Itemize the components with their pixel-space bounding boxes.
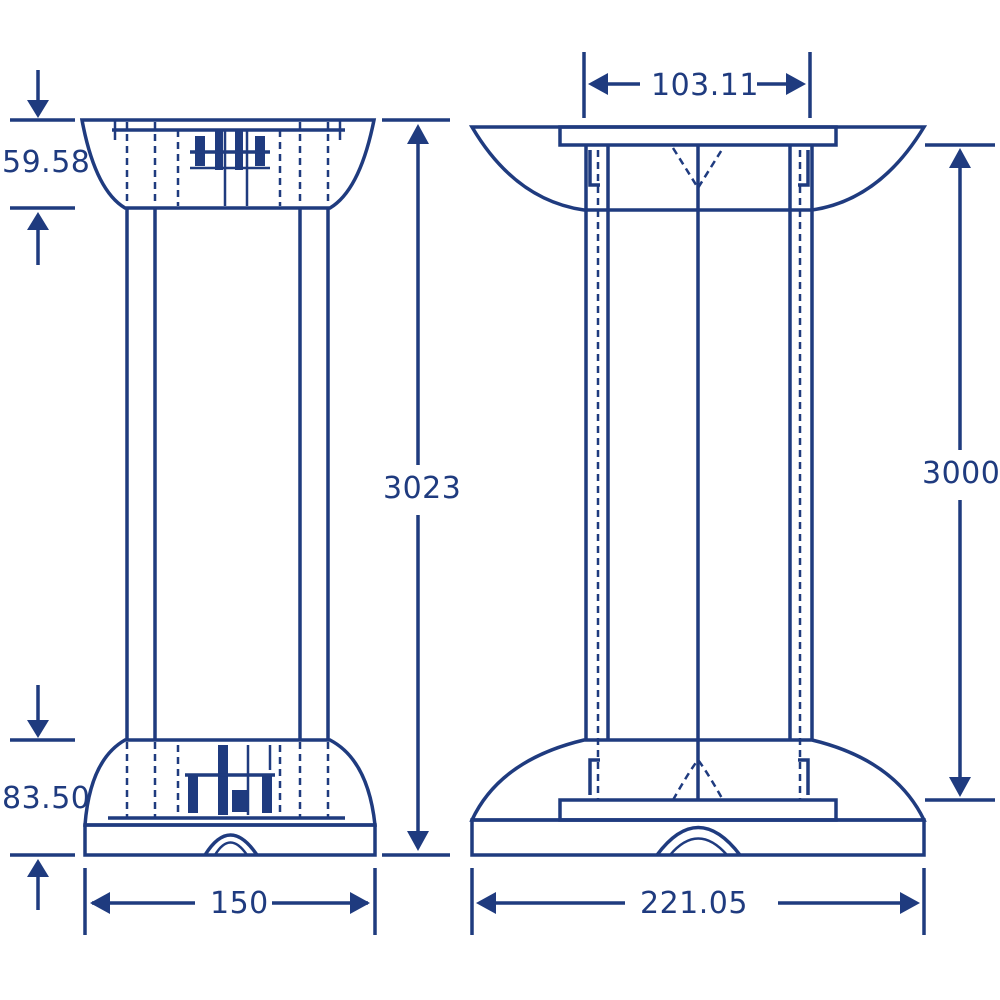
right-bottom-brackets <box>588 758 810 795</box>
left-bottom-fasteners <box>185 745 275 815</box>
left-top-fasteners <box>190 130 270 206</box>
label-right-width: 221.05 <box>640 886 748 921</box>
right-top-brackets <box>588 150 810 187</box>
left-top-cap <box>79 118 377 210</box>
left-base-hidden-lines <box>125 742 330 818</box>
dim-right-width: 221.05 <box>470 868 926 935</box>
right-base-arch <box>655 825 742 857</box>
dim-left-total-height: 3023 <box>382 118 461 857</box>
left-base-arch <box>203 833 259 856</box>
dim-right-top-width: 103.11 <box>582 52 812 118</box>
right-bottom-plate <box>558 798 838 822</box>
label-left-width: 150 <box>210 886 269 921</box>
dim-top-cap-height: 59.58 <box>2 70 90 265</box>
left-base-dome <box>83 738 377 827</box>
right-top-plate <box>558 125 838 147</box>
left-base-plinth <box>83 823 377 857</box>
label-left-total-height: 3023 <box>383 471 461 506</box>
label-base-height: 83.50 <box>2 781 90 816</box>
dim-base-height: 83.50 <box>2 685 90 910</box>
label-top-cap-height: 59.58 <box>2 145 90 180</box>
right-hidden-lines <box>596 147 802 801</box>
dim-left-width: 150 <box>83 868 377 935</box>
left-top-hidden-lines <box>113 120 342 206</box>
label-right-inner-height: 3000 <box>922 456 1000 491</box>
left-view <box>79 118 377 857</box>
right-view <box>468 125 928 857</box>
dim-right-inner-height: 3000 <box>922 143 1000 802</box>
label-right-top-width: 103.11 <box>651 68 759 103</box>
